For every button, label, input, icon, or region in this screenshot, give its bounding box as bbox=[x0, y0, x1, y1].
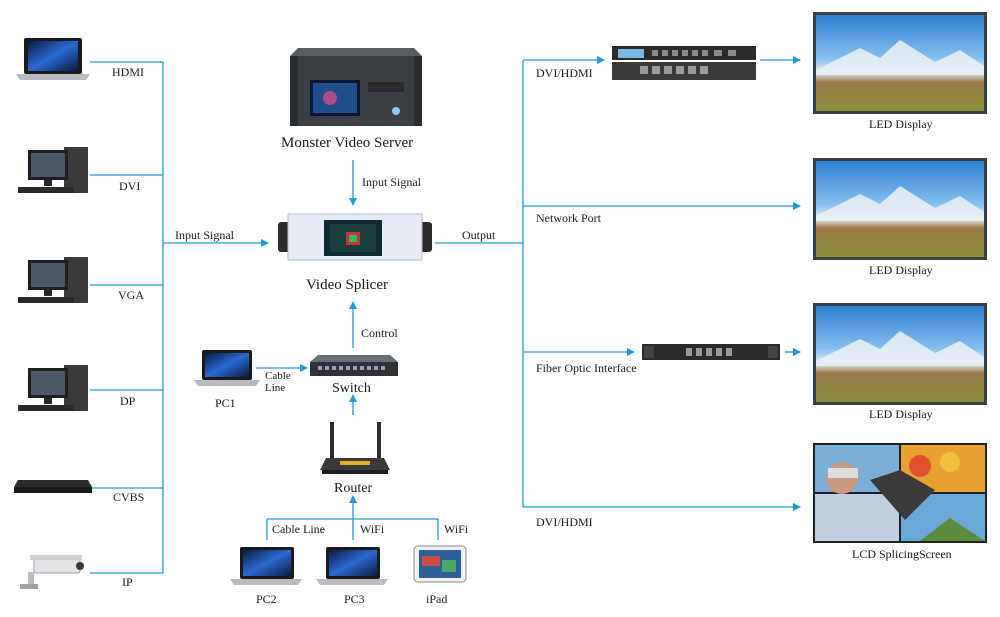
lcd-splicing-screen-icon bbox=[813, 443, 987, 543]
output-label: Output bbox=[462, 228, 496, 242]
desktop-pc-vga-icon bbox=[18, 257, 88, 303]
led-controller-icon bbox=[612, 46, 756, 80]
wifi-label-2: WiFi bbox=[444, 522, 469, 536]
hdmi-label: HDMI bbox=[112, 65, 144, 79]
desktop-pc-dvi-icon bbox=[18, 147, 88, 193]
video-splicer-label: Video Splicer bbox=[306, 277, 388, 293]
lcd-splicing-screen-label: LCD SplicingScreen bbox=[852, 547, 952, 561]
monster-video-server-label: Monster Video Server bbox=[281, 135, 414, 151]
pc1-laptop-icon bbox=[194, 350, 260, 386]
ipad-label: iPad bbox=[426, 592, 448, 606]
wifi-label-1: WiFi bbox=[360, 522, 385, 536]
laptop-hdmi-icon bbox=[16, 38, 90, 80]
cvbs-label: CVBS bbox=[113, 490, 145, 504]
vga-label: VGA bbox=[118, 288, 144, 302]
dvi-hdmi-bottom-label: DVI/HDMI bbox=[536, 515, 593, 529]
cable-line-pc1-label: Cable Line bbox=[265, 370, 291, 394]
input-signal-left-label: Input Signal bbox=[175, 228, 234, 242]
video-splicer-icon bbox=[278, 213, 432, 261]
ip-label: IP bbox=[122, 575, 133, 589]
network-switch-icon bbox=[310, 355, 398, 376]
led-display-1-icon bbox=[813, 12, 987, 114]
router-label: Router bbox=[334, 481, 373, 496]
cable-line-label: Cable Line bbox=[272, 522, 325, 536]
desktop-pc-dp-icon bbox=[18, 365, 88, 411]
control-label: Control bbox=[361, 326, 398, 340]
ip-camera-icon bbox=[20, 555, 84, 589]
led-display-3-label: LED Display bbox=[869, 407, 933, 421]
led-display-2-label: LED Display bbox=[869, 263, 933, 277]
dvi-label: DVI bbox=[119, 179, 141, 193]
pc1-label: PC1 bbox=[215, 396, 236, 410]
led-display-1-label: LED Display bbox=[869, 117, 933, 131]
fiber-converter-icon bbox=[642, 344, 780, 360]
dp-label: DP bbox=[120, 394, 136, 408]
pc2-laptop-icon bbox=[230, 547, 302, 585]
pc2-label: PC2 bbox=[256, 592, 277, 606]
connection-lines bbox=[90, 56, 801, 574]
switch-label: Switch bbox=[332, 381, 371, 396]
pc3-laptop-icon bbox=[316, 547, 388, 585]
led-display-3-icon bbox=[813, 303, 987, 405]
router-icon bbox=[320, 422, 390, 474]
pc3-label: PC3 bbox=[344, 592, 365, 606]
ipad-icon bbox=[413, 545, 467, 583]
fiber-optic-interface-label: Fiber Optic Interface bbox=[536, 361, 637, 375]
network-port-label: Network Port bbox=[536, 211, 601, 225]
input-signal-center-label: Input Signal bbox=[362, 175, 421, 189]
dvd-player-cvbs-icon bbox=[14, 480, 92, 493]
led-display-2-icon bbox=[813, 158, 987, 260]
dvi-hdmi-top-label: DVI/HDMI bbox=[536, 66, 593, 80]
monster-video-server-icon bbox=[290, 48, 422, 126]
